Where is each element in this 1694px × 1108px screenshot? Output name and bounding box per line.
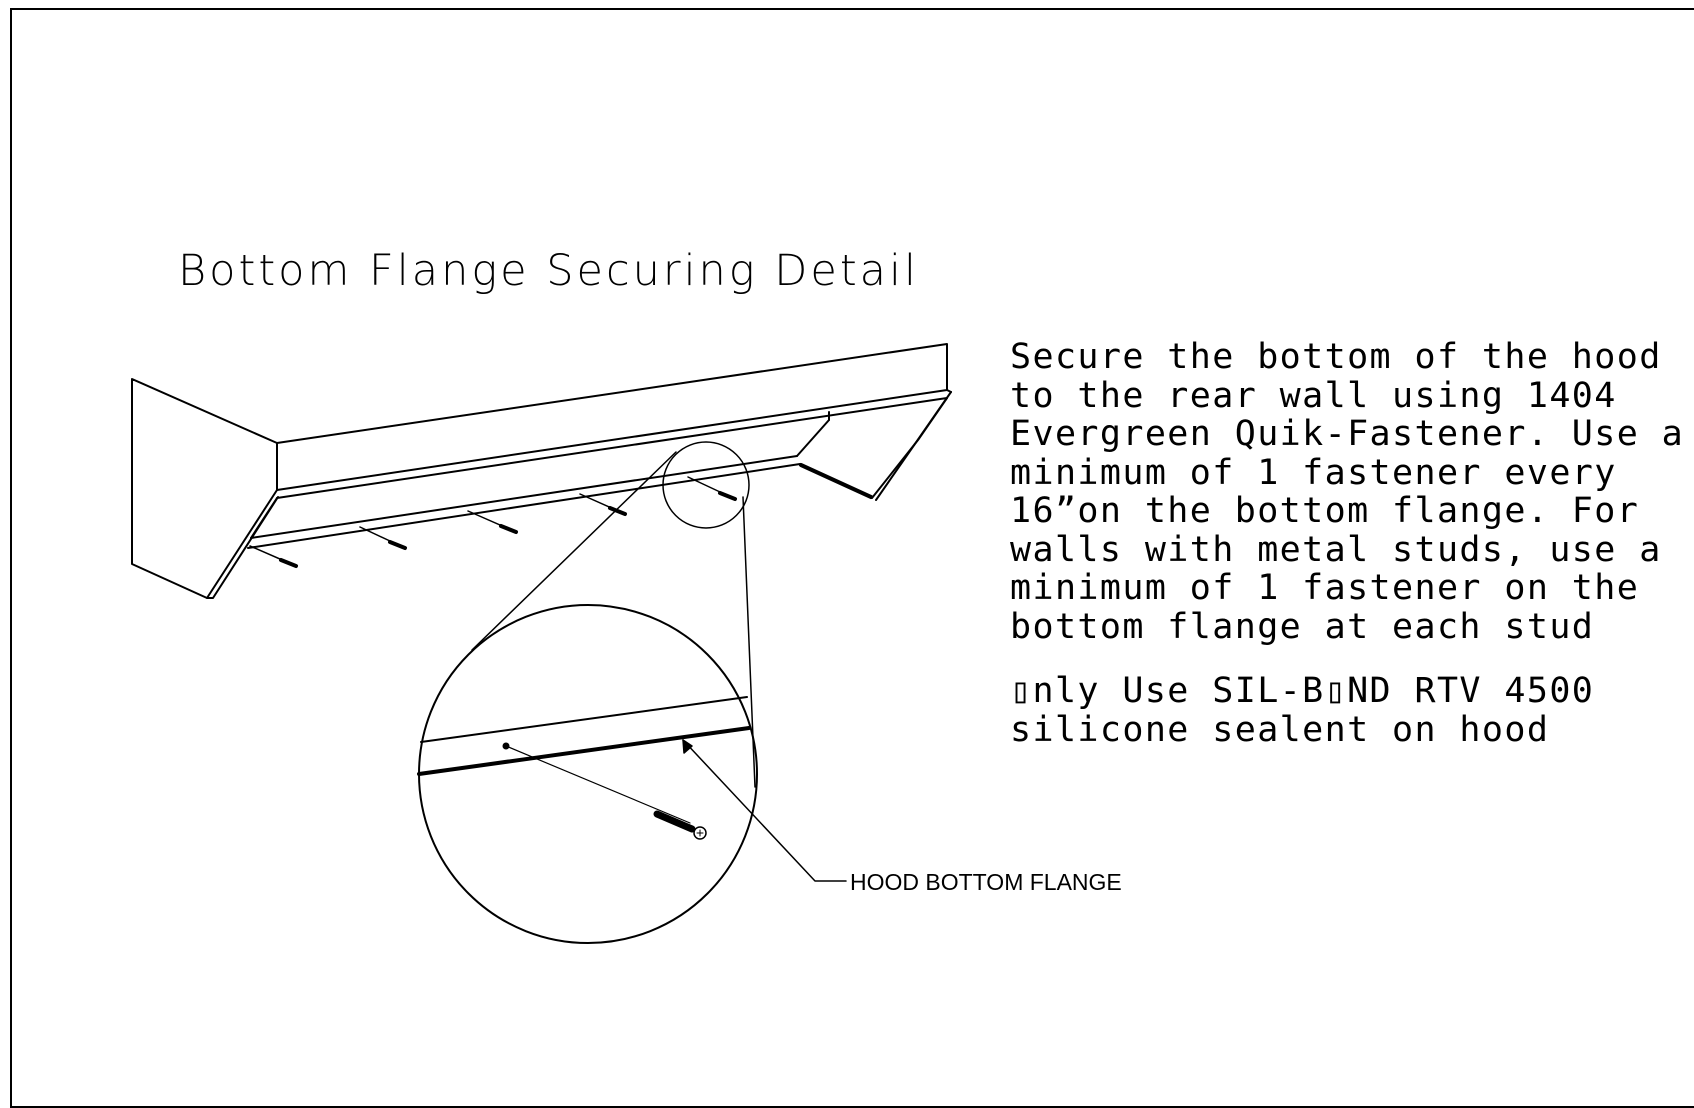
hood-diagram [131, 343, 952, 944]
drawing-sheet: Bottom Flange Securing Detail Secure the… [10, 8, 1694, 1108]
sealant-note-line: ▯nly Use SIL-B▯ND RTV 4500 [1010, 671, 1595, 711]
sealant-note-line: silicone sealent on hood [1010, 709, 1550, 750]
detail-leader-lines [471, 451, 756, 788]
instruction-line: bottom flange at each stud [1010, 606, 1595, 647]
sealant-note: ▯nly Use SIL-B▯ND RTV 4500 silicone seal… [1010, 672, 1594, 749]
hood-bottom-flange-overview [247, 391, 952, 549]
instruction-line: 16”on the bottom flange. For [1010, 491, 1640, 531]
flange-callout-leader [682, 739, 847, 882]
installation-instructions: Secure the bottom of the hood to the rea… [1010, 338, 1684, 646]
instruction-line: Evergreen Quik-Fastener. Use a [1010, 414, 1685, 454]
instruction-line: walls with metal studs, use a [1010, 529, 1662, 570]
drawing-title: Bottom Flange Securing Detail [178, 246, 919, 296]
enlarged-detail [417, 604, 758, 944]
detail-callout-circle [662, 441, 750, 529]
hood-front-face [276, 343, 952, 499]
instruction-line: minimum of 1 fastener on the [1010, 568, 1640, 608]
fastener-heads [279, 463, 873, 568]
flange-callout-label: HOOD BOTTOM FLANGE [850, 869, 1122, 895]
instruction-line: minimum of 1 fastener every [1010, 452, 1617, 493]
enlarged-detail-circle [418, 604, 758, 944]
instruction-line: to the rear wall using 1404 [1010, 375, 1617, 416]
instruction-line: Secure the bottom of the hood [1010, 337, 1662, 377]
hood-left-end-panel [131, 378, 279, 599]
